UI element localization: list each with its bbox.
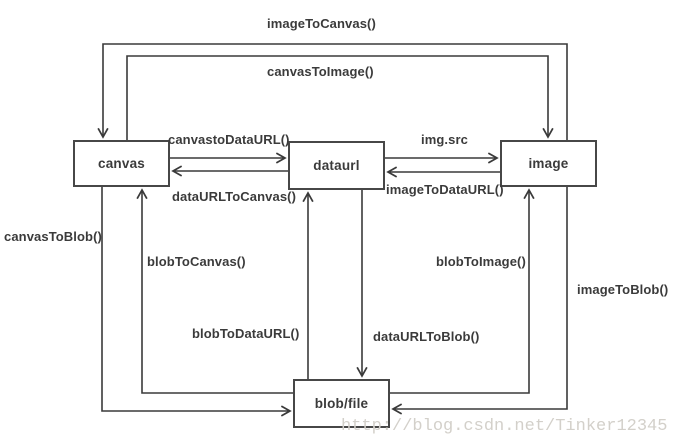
node-canvas-label: canvas <box>98 156 145 171</box>
edge-label-blob-to-dataurl: blobToDataURL() <box>192 326 300 341</box>
edge-label-image-to-blob: imageToBlob() <box>577 282 669 297</box>
node-image: image <box>500 140 597 187</box>
node-dataurl-label: dataurl <box>313 158 360 173</box>
node-dataurl: dataurl <box>288 141 385 190</box>
edge-label-canvas-to-dataurl: canvastoDataURL() <box>168 132 290 147</box>
edge-label-dataurl-to-canvas: dataURLToCanvas() <box>172 189 297 204</box>
node-blob-file: blob/file <box>293 379 390 428</box>
arrow-blob-to-image <box>390 188 535 394</box>
edge-label-image-to-dataurl: imageToDataURL() <box>386 182 504 197</box>
arrow-canvas-to-blob <box>101 187 292 417</box>
arrow-image-to-canvas <box>97 43 568 140</box>
arrow-blob-to-canvas <box>136 188 293 394</box>
arrow-canvas-to-image <box>126 55 554 140</box>
edge-label-image-to-canvas: imageToCanvas() <box>267 16 376 31</box>
edge-label-dataurl-to-blob: dataURLToBlob() <box>373 329 480 344</box>
csdn-watermark: http://blog.csdn.net/Tinker12345 <box>341 417 668 436</box>
node-canvas: canvas <box>73 140 170 187</box>
node-image-label: image <box>528 156 569 171</box>
edge-label-canvas-to-image: canvasToImage() <box>267 64 374 79</box>
edge-label-canvas-to-blob: canvasToBlob() <box>4 229 102 244</box>
edge-label-blob-to-canvas: blobToCanvas() <box>147 254 246 269</box>
node-blob-file-label: blob/file <box>314 396 369 411</box>
edge-label-blob-to-image: blobToImage() <box>436 254 526 269</box>
arrow-image-to-blob <box>391 187 568 415</box>
edge-label-img-src: img.src <box>421 132 468 147</box>
